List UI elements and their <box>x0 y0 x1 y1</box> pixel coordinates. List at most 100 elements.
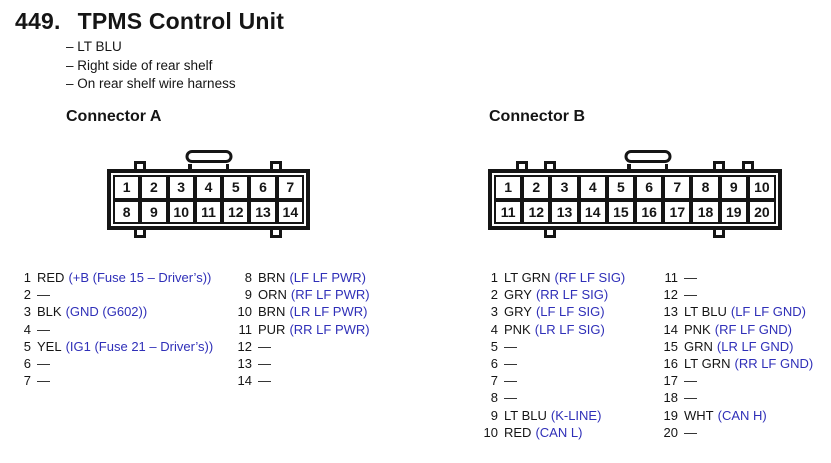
pin-cell-13: 13 <box>550 199 579 224</box>
pin-cell-10: 10 <box>747 175 777 200</box>
pin-entry: 11— <box>658 269 813 286</box>
pin-entry: 14— <box>232 372 370 389</box>
pin-number: 12 <box>663 287 678 303</box>
pin-number: 6 <box>490 356 498 372</box>
pin-number: 3 <box>490 304 498 320</box>
mount-tab-icon <box>713 230 726 238</box>
pin-number: 1 <box>23 270 31 285</box>
wire-color: RED <box>504 424 532 440</box>
pin-entry: 12— <box>232 338 370 355</box>
pin-number: 1 <box>490 270 498 285</box>
pin-number: 8 <box>490 390 498 406</box>
pin-cell-12: 12 <box>522 199 551 224</box>
signal-description: (RR LF SIG) <box>535 287 609 303</box>
pin-entry: 7— <box>11 372 213 389</box>
pin-cell-10: 10 <box>167 199 195 224</box>
pin-cell-14: 14 <box>578 199 607 224</box>
pin-number: 7 <box>490 373 498 389</box>
wire-color: BLK <box>37 304 62 320</box>
signal-description: (+B (Fuse 15 – Driver’s)) <box>68 270 212 285</box>
pin-cell-5: 5 <box>222 175 250 200</box>
latch-leg-icon <box>188 164 192 169</box>
pin-number: 13 <box>237 356 252 372</box>
pin-number: 18 <box>663 390 678 406</box>
pin-number: 10 <box>237 304 252 320</box>
pin-entry: 18— <box>658 389 813 406</box>
pin-number: 2 <box>490 287 498 303</box>
mount-tab-icon <box>270 230 283 238</box>
pin-entry: 7— <box>478 372 625 389</box>
pin-cell-12: 12 <box>222 199 250 224</box>
pin-entry: 12 — <box>658 286 813 303</box>
note-line: – On rear shelf wire harness <box>66 76 236 91</box>
wire-color: — <box>37 321 50 337</box>
wire-color: PNK <box>684 321 711 337</box>
pin-cell-2: 2 <box>522 175 551 200</box>
location-notes: – LT BLU – Right side of rear shelf – On r… <box>66 38 236 94</box>
wire-color: — <box>504 373 517 389</box>
pin-cell-8: 8 <box>113 199 141 224</box>
pin-cell-6: 6 <box>249 175 277 200</box>
pin-number: 16 <box>663 356 678 372</box>
pin-cell-5: 5 <box>606 175 636 200</box>
pin-number: 11 <box>664 270 679 285</box>
wire-color: — <box>37 287 50 303</box>
pin-cell-1: 1 <box>494 175 523 200</box>
pin-number: 14 <box>237 373 252 389</box>
wire-color: — <box>37 373 50 389</box>
signal-description: (CAN H) <box>717 407 767 423</box>
wire-color: PUR <box>258 321 286 337</box>
wire-color: — <box>684 287 697 303</box>
pin-cell-13: 13 <box>249 199 277 224</box>
wire-color: LT GRN <box>504 270 551 285</box>
pin-cell-3: 3 <box>550 175 579 200</box>
section-title-text: TPMS Control Unit <box>77 8 285 34</box>
note-line: – LT BLU <box>66 39 122 54</box>
wire-color: LT GRN <box>684 356 731 372</box>
pin-entry: 6— <box>11 355 213 372</box>
pin-number: 4 <box>23 321 31 337</box>
pin-number: 15 <box>663 338 678 354</box>
signal-description: (LF LF PWR) <box>289 270 367 285</box>
pin-number: 3 <box>23 304 31 320</box>
wire-color: — <box>504 390 517 406</box>
signal-description: (RR LF PWR) <box>289 321 370 337</box>
mount-tab-icon <box>741 161 754 169</box>
pin-number: 6 <box>23 356 31 372</box>
latch-leg-icon <box>664 164 669 169</box>
mount-tab-icon <box>544 230 557 238</box>
wire-color: RED <box>37 270 65 285</box>
pin-entry: 17— <box>658 372 813 389</box>
note-line: – Right side of rear shelf <box>66 57 213 73</box>
connector-latch-icon <box>624 150 672 163</box>
pin-number: 12 <box>237 338 252 354</box>
pin-cell-4: 4 <box>578 175 607 200</box>
pin-entry: 20— <box>658 424 813 441</box>
signal-description: (RR LF GND) <box>734 356 814 372</box>
pin-cell-17: 17 <box>663 199 692 224</box>
pin-number: 9 <box>490 407 498 423</box>
wire-color: — <box>684 424 697 440</box>
mount-tab-icon <box>515 161 528 169</box>
wire-color: WHT <box>684 407 714 423</box>
latch-leg-icon <box>627 164 631 169</box>
pin-cell-1: 1 <box>113 175 141 200</box>
pin-number: 13 <box>663 304 678 320</box>
